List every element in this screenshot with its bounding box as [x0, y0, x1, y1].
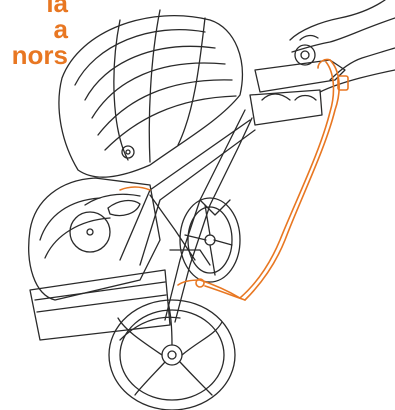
- canopy-icon: [59, 10, 242, 177]
- hand-icon: [290, 0, 395, 92]
- handlebar-icon: [250, 45, 345, 125]
- basket-icon: [30, 270, 170, 340]
- seat-icon: [29, 178, 160, 300]
- front-wheel-icon: [109, 300, 235, 410]
- wrist-strap-icon: [178, 59, 348, 300]
